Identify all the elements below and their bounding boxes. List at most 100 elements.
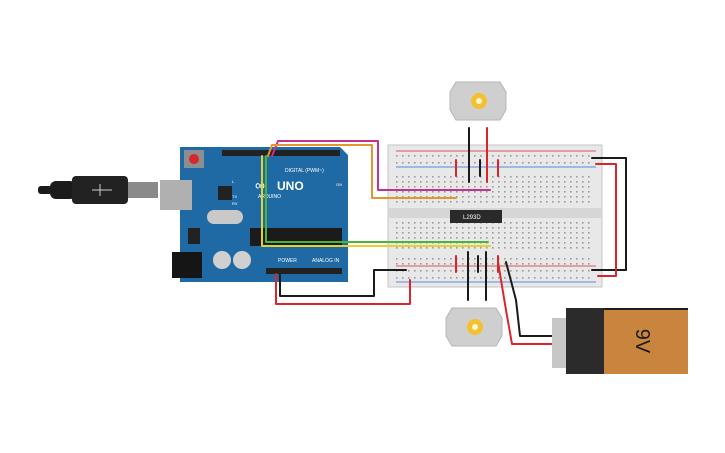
- breadboard-hole: [522, 277, 524, 279]
- breadboard-hole: [426, 258, 428, 260]
- breadboard-hole: [528, 162, 530, 164]
- breadboard-hole: [438, 181, 440, 183]
- breadboard-hole: [570, 191, 572, 193]
- breadboard-hole: [474, 263, 476, 265]
- breadboard-hole: [420, 237, 422, 239]
- breadboard-hole: [492, 191, 494, 193]
- arduino-uno-board[interactable]: ∞ UNO ARDUINO DIGITAL (PWM~) POWER ANALO…: [160, 147, 348, 282]
- breadboard-hole: [426, 196, 428, 198]
- breadboard-hole: [498, 196, 500, 198]
- breadboard-hole: [492, 270, 494, 272]
- breadboard-hole: [480, 155, 482, 157]
- breadboard-hole: [426, 247, 428, 249]
- breadboard-hole: [534, 201, 536, 203]
- breadboard-hole: [558, 155, 560, 157]
- breadboard-hole: [588, 201, 590, 203]
- breadboard-hole: [438, 232, 440, 234]
- breadboard-hole: [456, 247, 458, 249]
- breadboard-hole: [546, 191, 548, 193]
- breadboard-hole: [492, 196, 494, 198]
- breadboard-hole: [582, 186, 584, 188]
- arduino-brand: ARDUINO: [258, 194, 281, 200]
- breadboard-hole: [576, 232, 578, 234]
- breadboard-hole: [420, 258, 422, 260]
- breadboard-hole: [396, 162, 398, 164]
- breadboard-hole: [438, 227, 440, 229]
- breadboard-hole: [588, 270, 590, 272]
- breadboard-hole: [504, 196, 506, 198]
- breadboard-hole: [462, 191, 464, 193]
- breadboard-hole: [396, 277, 398, 279]
- breadboard-hole: [582, 263, 584, 265]
- breadboard-hole: [498, 181, 500, 183]
- breadboard-hole: [450, 201, 452, 203]
- breadboard-hole: [564, 277, 566, 279]
- breadboard-hole: [402, 277, 404, 279]
- breadboard-hole: [516, 227, 518, 229]
- crystal-oscillator: [207, 210, 243, 224]
- breadboard-hole: [420, 155, 422, 157]
- breadboard-hole: [558, 270, 560, 272]
- breadboard-hole: [576, 227, 578, 229]
- breadboard-hole: [570, 270, 572, 272]
- breadboard-hole: [474, 176, 476, 178]
- breadboard-hole: [408, 222, 410, 224]
- breadboard-hole: [510, 191, 512, 193]
- breadboard-hole: [456, 155, 458, 157]
- breadboard-hole: [522, 263, 524, 265]
- dc-motor-icon[interactable]: [449, 81, 507, 121]
- breadboard-hole: [540, 162, 542, 164]
- breadboard-hole: [462, 263, 464, 265]
- breadboard-hole: [552, 247, 554, 249]
- breadboard-hole: [534, 237, 536, 239]
- breadboard-hole: [582, 181, 584, 183]
- uno-logo: UNO: [277, 179, 304, 193]
- breadboard-hole: [504, 155, 506, 157]
- wire-yellow: [261, 155, 491, 247]
- breadboard-hole: [462, 237, 464, 239]
- breadboard-hole: [552, 196, 554, 198]
- breadboard-hole: [468, 186, 470, 188]
- dc-motor-icon[interactable]: [445, 307, 503, 347]
- breadboard-hole: [540, 258, 542, 260]
- breadboard-hole: [420, 222, 422, 224]
- breadboard-hole: [426, 237, 428, 239]
- breadboard-hole: [510, 258, 512, 260]
- breadboard-hole: [426, 186, 428, 188]
- breadboard-hole: [564, 242, 566, 244]
- breadboard-hole: [582, 155, 584, 157]
- breadboard-hole: [438, 201, 440, 203]
- breadboard-hole: [438, 237, 440, 239]
- breadboard-hole: [522, 242, 524, 244]
- arduino-infinity-logo: ∞: [255, 177, 265, 193]
- breadboard-hole: [516, 222, 518, 224]
- breadboard-hole: [534, 155, 536, 157]
- usb-cable-icon[interactable]: [38, 176, 158, 204]
- breadboard-hole: [540, 232, 542, 234]
- breadboard-hole: [444, 162, 446, 164]
- usb-port: [160, 180, 192, 210]
- breadboard-hole: [462, 181, 464, 183]
- breadboard-hole: [558, 237, 560, 239]
- l293d-chip[interactable]: L293D: [450, 210, 502, 223]
- battery-9v[interactable]: 9V: [552, 308, 688, 374]
- breadboard-hole: [456, 201, 458, 203]
- breadboard-hole: [528, 155, 530, 157]
- breadboard-hole: [564, 186, 566, 188]
- breadboard-hole: [444, 247, 446, 249]
- breadboard-hole: [558, 247, 560, 249]
- breadboard-hole: [582, 201, 584, 203]
- breadboard-hole: [546, 277, 548, 279]
- breadboard-hole: [498, 176, 500, 178]
- breadboard-hole: [534, 227, 536, 229]
- capacitor: [233, 251, 251, 269]
- breadboard-hole: [492, 242, 494, 244]
- breadboard-hole: [516, 270, 518, 272]
- breadboard-hole: [408, 237, 410, 239]
- breadboard-hole: [552, 155, 554, 157]
- breadboard-hole: [576, 201, 578, 203]
- breadboard-hole: [432, 227, 434, 229]
- breadboard-hole: [516, 258, 518, 260]
- breadboard-hole: [534, 270, 536, 272]
- breadboard-hole: [546, 270, 548, 272]
